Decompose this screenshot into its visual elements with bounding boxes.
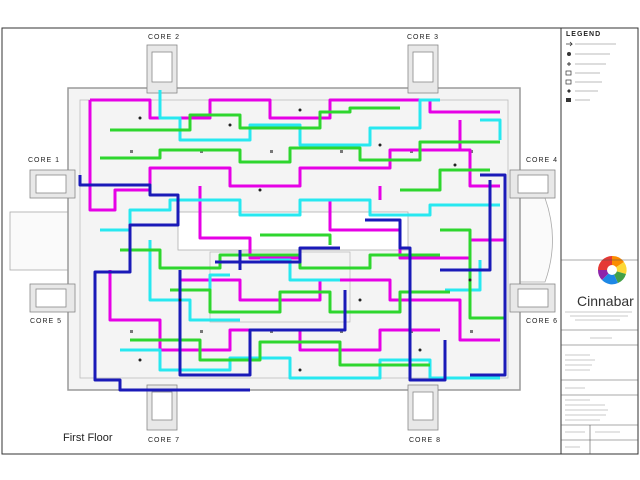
title-block-grid — [561, 259, 638, 454]
core-4-label: CORE 4 — [526, 157, 559, 164]
core-5-structure — [29, 283, 76, 313]
core-2-label: CORE 2 — [148, 34, 181, 41]
core-2-structure — [146, 44, 178, 94]
device-markers — [138, 108, 472, 372]
core-7-label: CORE 7 — [148, 437, 181, 444]
square-icon — [565, 70, 572, 76]
legend-text-lines — [575, 43, 616, 101]
core-3-label: CORE 3 — [407, 34, 440, 41]
title-block-text-lines — [565, 311, 632, 448]
core-5-label: CORE 5 — [30, 318, 63, 325]
core-7-structure — [146, 384, 178, 431]
core-1-label: CORE 1 — [28, 157, 61, 164]
legend-title: LEGEND — [566, 31, 602, 38]
core-1-structure — [29, 169, 76, 199]
blue-cable-route — [78, 173, 507, 392]
core-4-structure — [509, 169, 556, 199]
brand-name: Cinnabar — [577, 293, 634, 309]
cross-icon — [567, 62, 571, 66]
floor-label: First Floor — [63, 432, 113, 444]
diamond-icon — [567, 89, 571, 93]
west-wing — [9, 211, 69, 271]
legend-symbols — [565, 41, 573, 102]
cinnabar-logo-icon — [597, 255, 627, 285]
arrow-icon — [566, 41, 573, 47]
cyan-cable-route — [100, 90, 502, 380]
core-6-label: CORE 6 — [526, 318, 559, 325]
east-wing — [519, 197, 553, 283]
dot-icon — [567, 52, 571, 56]
box-icon — [565, 79, 572, 85]
core-3-structure — [407, 44, 439, 94]
filled-square-icon — [566, 98, 571, 102]
core-8-label: CORE 8 — [409, 437, 442, 444]
core-6-structure — [509, 283, 556, 313]
green-cable-route — [100, 106, 505, 367]
core-8-structure — [407, 384, 439, 431]
